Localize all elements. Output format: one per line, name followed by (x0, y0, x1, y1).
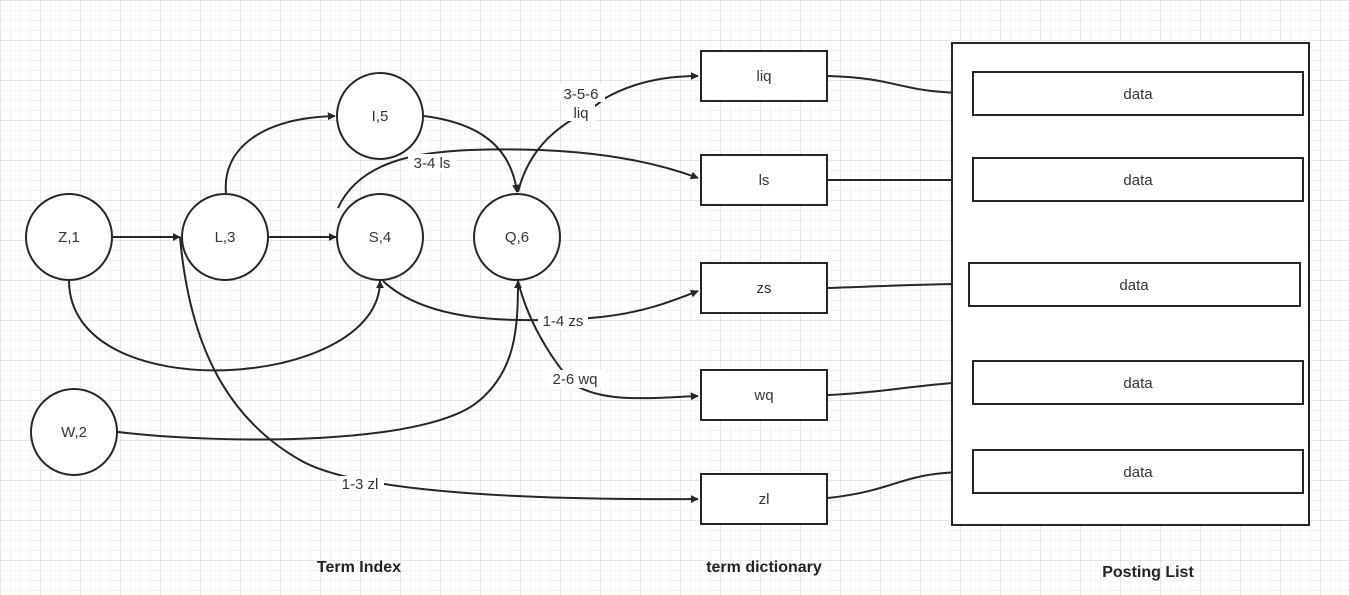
edge-s4-ls (337, 148, 699, 209)
edge-l3-zl (179, 236, 699, 504)
edge-l3-i5 (224, 112, 336, 194)
dictionary-term-wq[interactable]: wq (700, 369, 828, 421)
node-q6-label: Q,6 (505, 229, 529, 246)
node-q6[interactable]: Q,6 (473, 193, 561, 281)
section-title-term-index: Term Index (317, 559, 401, 576)
edge-zl-data (827, 468, 971, 499)
posting-entry[interactable]: data (972, 71, 1304, 116)
edge-wq-data (827, 378, 971, 396)
dictionary-term-label: zs (757, 280, 772, 297)
dictionary-term-zs[interactable]: zs (700, 262, 828, 314)
edge-label-liq-line1: 3-5-6 (563, 86, 598, 103)
posting-entry-label: data (1123, 375, 1153, 392)
dictionary-term-label: zl (759, 491, 770, 508)
posting-entry-label: data (1123, 172, 1153, 189)
posting-entry-label: data (1119, 277, 1149, 294)
edge-label-ls: 3-4 ls (414, 155, 451, 172)
dictionary-term-ls[interactable]: ls (700, 154, 828, 206)
node-z1[interactable]: Z,1 (25, 193, 113, 281)
edge-zs-data (827, 280, 967, 289)
posting-entry-label: data (1123, 464, 1153, 481)
node-w2[interactable]: W,2 (30, 388, 118, 476)
edge-i5-q6 (423, 115, 520, 193)
edge-w2-q6 (117, 280, 522, 441)
dictionary-term-liq[interactable]: liq (700, 50, 828, 102)
edge-label-liq-line2: liq (573, 105, 588, 122)
node-l3[interactable]: L,3 (181, 193, 269, 281)
posting-list: data data data data data (951, 42, 1310, 526)
node-i5[interactable]: I,5 (336, 72, 424, 160)
edge-label-zs: 1-4 zs (543, 313, 584, 330)
posting-entry-label: data (1123, 86, 1153, 103)
posting-entry[interactable]: data (972, 157, 1304, 202)
edge-liq-data (827, 75, 971, 97)
edge-label-wq: 2-6 wq (552, 371, 597, 388)
posting-entry[interactable]: data (972, 449, 1304, 494)
node-s4[interactable]: S,4 (336, 193, 424, 281)
dictionary-term-label: wq (753, 387, 773, 404)
term-index-nodes: Z,1 L,3 I,5 S,4 Q,6 W,2 (25, 72, 561, 476)
edge-labels: 3-5-6 liq 3-4 ls 1-4 zs 2-6 wq 1-3 zl (336, 84, 605, 494)
term-dictionary: liq ls zs wq zl (700, 50, 828, 525)
section-title-term-dictionary: term dictionary (706, 559, 822, 576)
posting-entry[interactable]: data (972, 360, 1304, 405)
edge-q6-wq (517, 280, 699, 401)
dictionary-term-zl[interactable]: zl (700, 473, 828, 525)
node-s4-label: S,4 (369, 229, 392, 246)
edge-z1-s4 (68, 280, 384, 372)
dictionary-term-label: ls (759, 172, 770, 189)
edge-q6-liq (517, 72, 699, 193)
edge-label-zl: 1-3 zl (342, 476, 379, 493)
dictionary-term-label: liq (756, 68, 771, 85)
section-title-posting-list: Posting List (1102, 564, 1194, 581)
edges (68, 72, 971, 504)
posting-entry[interactable]: data (968, 262, 1301, 307)
node-i5-label: I,5 (372, 108, 389, 125)
node-z1-label: Z,1 (58, 229, 80, 246)
node-w2-label: W,2 (61, 424, 87, 441)
node-l3-label: L,3 (215, 229, 236, 246)
